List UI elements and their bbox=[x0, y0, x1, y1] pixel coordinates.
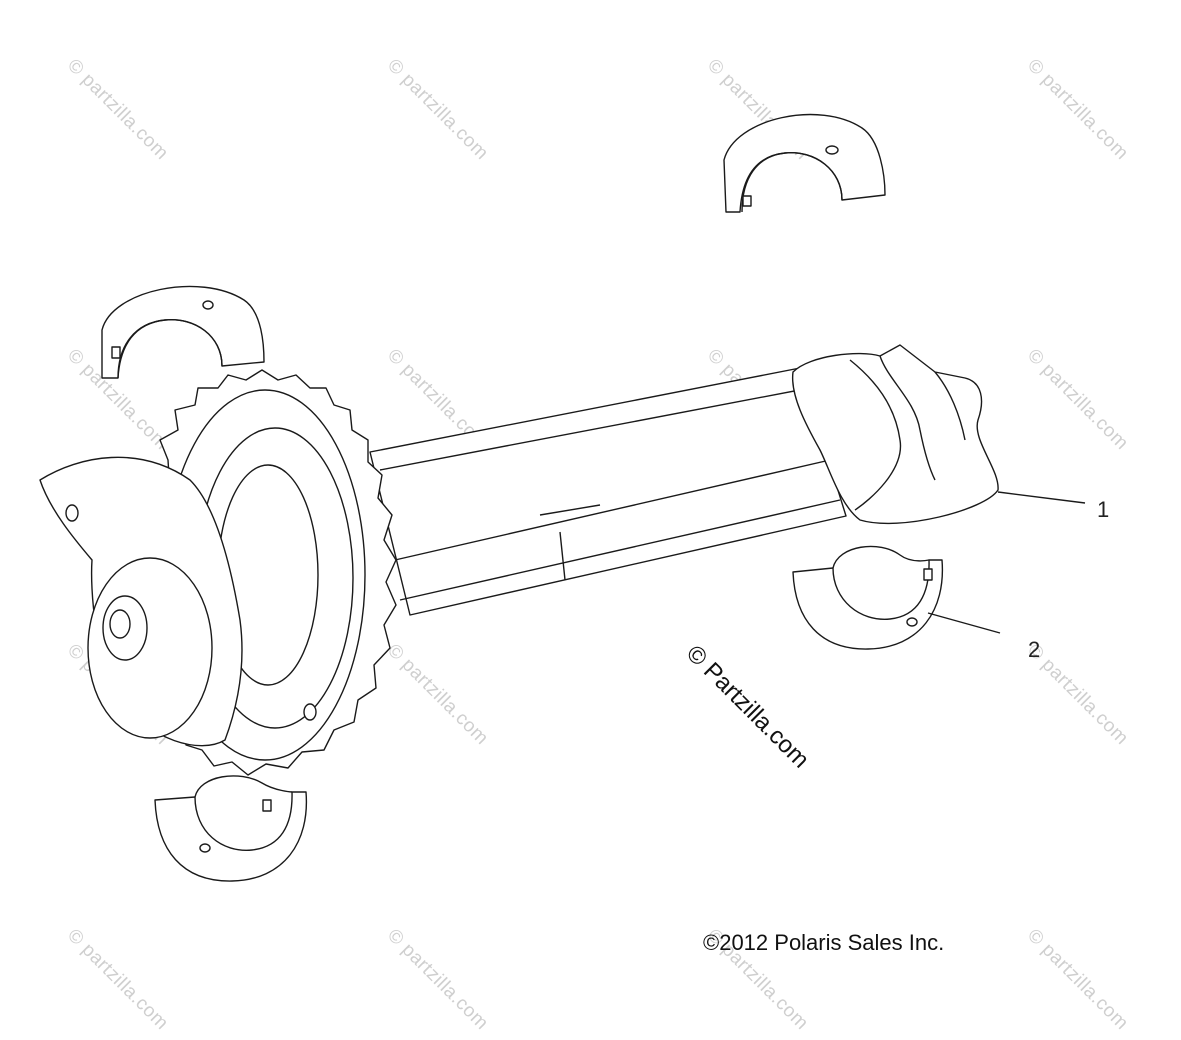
front-counterweight bbox=[39, 456, 243, 747]
bearing-shell-upper-left bbox=[101, 285, 265, 379]
leader-line-1 bbox=[997, 491, 1086, 504]
shaft-end-lobe bbox=[791, 344, 999, 525]
balance-shaft bbox=[369, 367, 847, 616]
bearing-shell-lower-left bbox=[154, 775, 308, 882]
callout-1: 1 bbox=[1097, 497, 1110, 522]
bearing-shell-lower-right bbox=[792, 545, 944, 650]
bearing-shell-top-right bbox=[723, 113, 886, 213]
leader-line-2 bbox=[927, 612, 1001, 634]
copyright-notice: ©2012 Polaris Sales Inc. bbox=[703, 930, 945, 955]
callout-2: 2 bbox=[1028, 637, 1041, 662]
